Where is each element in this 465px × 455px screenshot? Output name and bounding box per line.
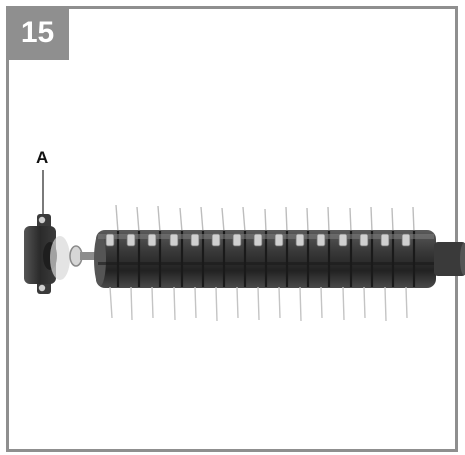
washer xyxy=(69,245,98,267)
bearing-housing xyxy=(24,214,70,294)
figure-number: 15 xyxy=(20,16,55,49)
scarifier-roller xyxy=(94,230,465,288)
figure-frame xyxy=(6,6,458,452)
lower-tines xyxy=(109,286,408,322)
callout-label-a: A xyxy=(36,148,49,167)
figure-number-badge: 15 xyxy=(6,6,69,60)
upper-tines xyxy=(115,204,415,233)
